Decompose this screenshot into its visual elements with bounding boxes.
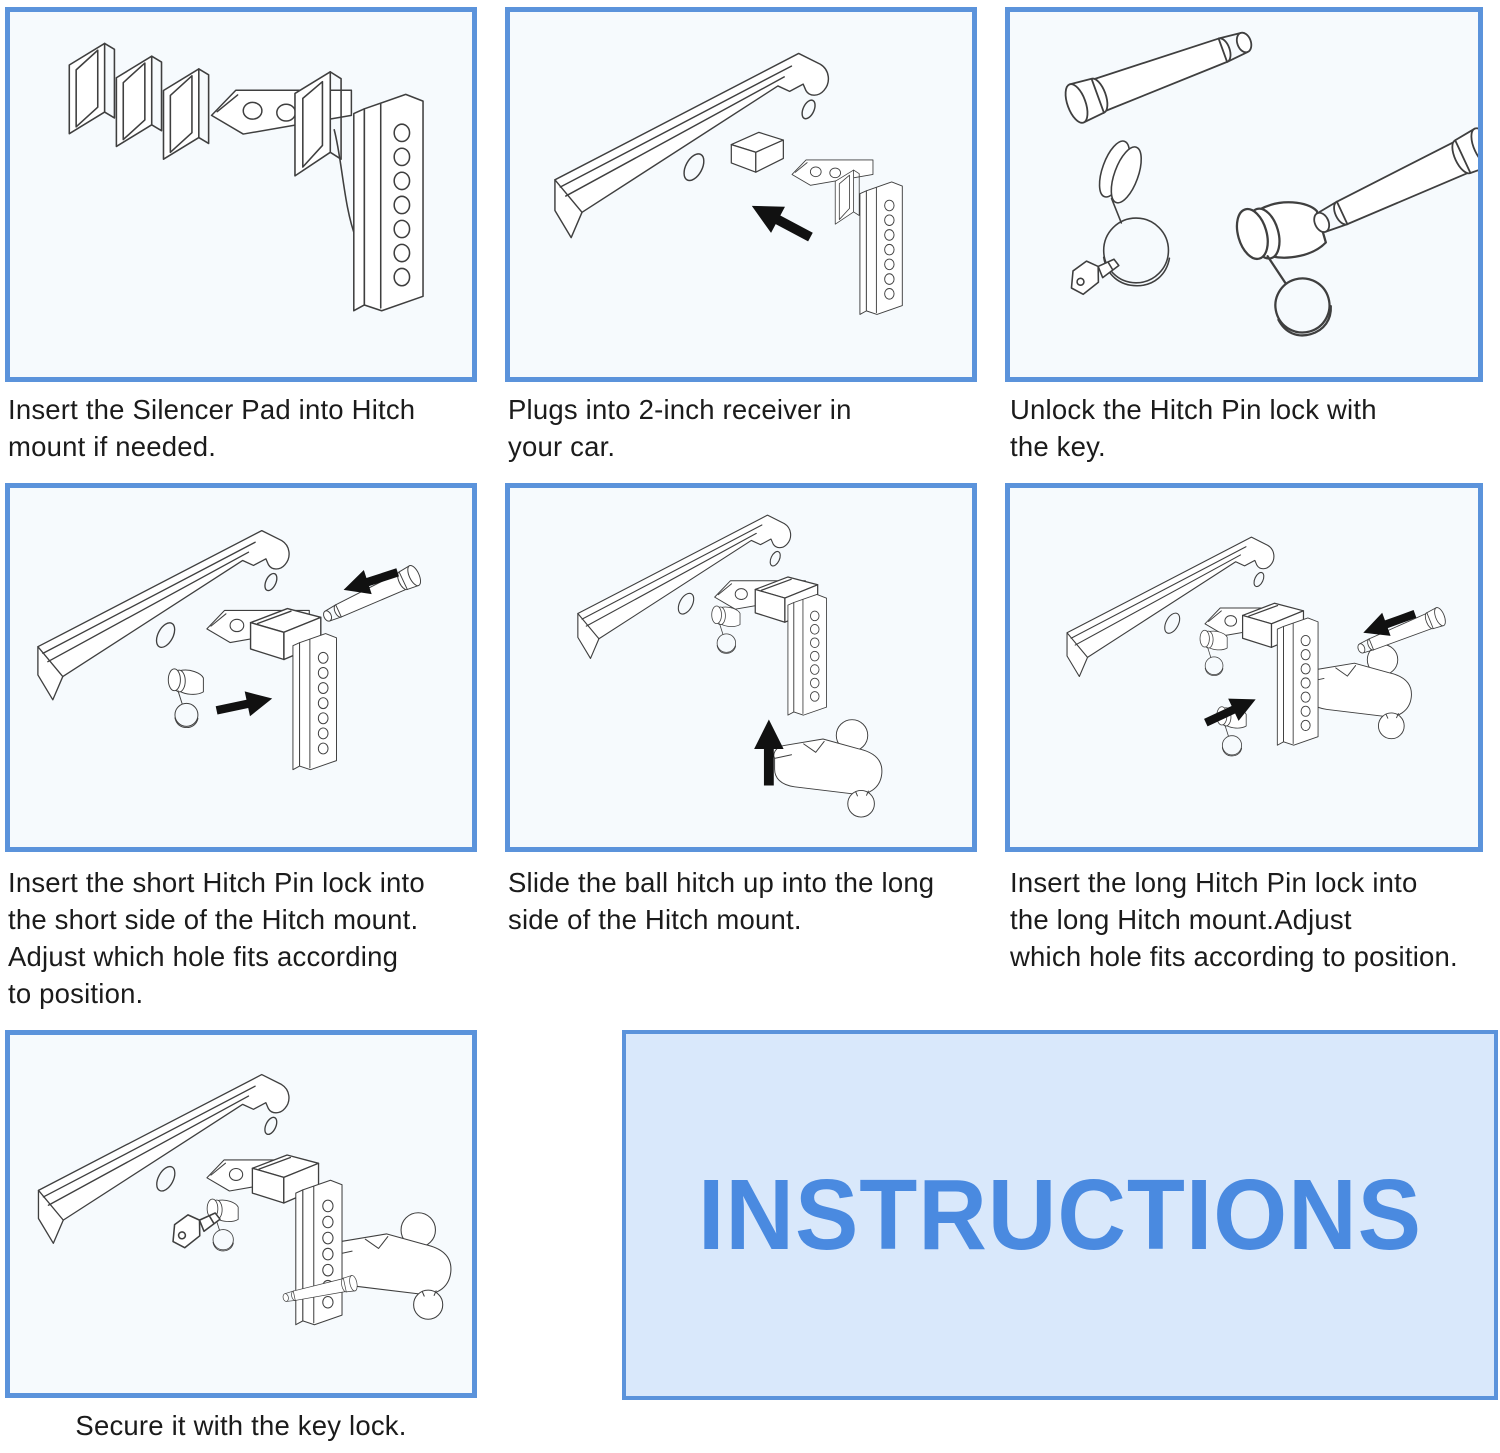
step-1-panel [5,7,477,382]
step-6-panel [1005,483,1483,852]
long-pin-into-long-mount-icon [1066,536,1449,757]
step-6-caption: Insert the long Hitch Pin lock into the … [1010,867,1458,972]
hitch-mount-into-receiver-icon [554,52,903,315]
step-1-caption: Insert the Silencer Pad into Hitch mount… [8,394,416,462]
secure-with-key-lock-icon [37,1073,452,1326]
step-4-panel [5,483,477,852]
silencer-pads-and-hitch-mount-icon [68,42,424,312]
step-7-caption: Secure it with the key lock. [75,1410,407,1441]
step-5-panel [505,483,977,852]
step-3-caption: Unlock the Hitch Pin lock with the key. [1010,394,1377,462]
step-3-panel [1005,7,1483,382]
instructions-title: INSTRUCTIONS [698,1158,1422,1271]
step-2-caption: Plugs into 2-inch receiver in your car. [508,394,852,462]
short-pin-into-short-side-icon [37,529,424,771]
step-4-caption: Insert the short Hitch Pin lock into the… [8,867,425,1009]
step-5-caption: Slide the ball hitch up into the long si… [508,867,935,935]
hitch-pin-locks-and-key-icon [1060,20,1478,348]
ball-hitch-up-into-long-side-icon [577,514,883,818]
step-7-panel [5,1030,477,1398]
step-2-panel [505,7,977,382]
instructions-panel: INSTRUCTIONS [622,1030,1498,1400]
